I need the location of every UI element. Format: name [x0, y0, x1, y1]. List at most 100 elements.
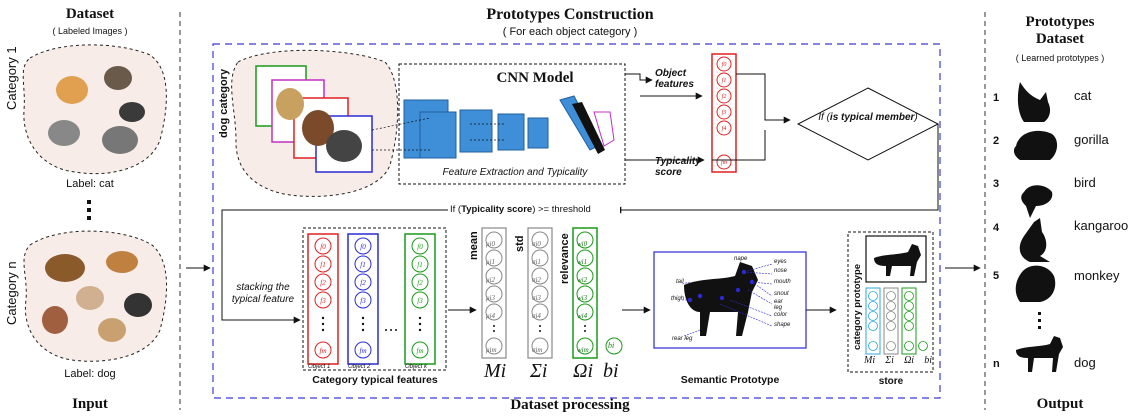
pug-image	[276, 88, 304, 120]
svg-text:f3: f3	[320, 297, 326, 305]
processing-box	[212, 43, 941, 399]
part-shape: shape	[774, 322, 791, 328]
part-tail: tail	[676, 279, 684, 285]
arrow-stacking	[221, 209, 448, 324]
decision-diamond	[796, 87, 940, 161]
projection-lines	[371, 117, 505, 151]
bird-silhouette-icon	[1021, 185, 1053, 218]
typicality-score-label: Typicality score	[655, 156, 701, 178]
arrow-features	[625, 73, 653, 84]
mean-item: μi1	[486, 258, 495, 266]
cnn-layers	[403, 95, 615, 159]
Omega-symbol: Ωi	[573, 360, 594, 382]
shepherd-image	[302, 110, 334, 146]
part-ear: ear	[774, 299, 783, 305]
part-eyes: eyes	[774, 259, 787, 265]
output-ellipsis	[1038, 312, 1041, 329]
std-item: σi1	[532, 258, 541, 266]
Sigma-symbol: Σi	[530, 360, 548, 382]
store-symbols: Mi Σi Ωi bi	[864, 355, 932, 366]
part-nose: nose	[774, 268, 788, 274]
mean-item: μim	[486, 346, 497, 354]
part-rear-leg: rear leg	[672, 336, 693, 342]
svg-text:f0: f0	[320, 243, 326, 251]
store-circles	[868, 291, 928, 351]
category-prototype-label: category prototype	[852, 263, 863, 350]
output-num-4: 4	[993, 222, 1000, 234]
input-ellipsis	[87, 200, 91, 220]
b-symbol: bi	[603, 360, 619, 382]
output-name-5: monkey	[1074, 268, 1120, 283]
svg-text:f3: f3	[360, 297, 366, 305]
std-item: σi3	[532, 294, 541, 302]
dataset-processing-label: Dataset processing	[510, 397, 630, 413]
std-item: σi0	[532, 240, 541, 248]
stored-dog-silhouette	[874, 244, 921, 276]
svg-text:fm: fm	[721, 159, 728, 166]
arrow-to-decision-bottom	[712, 130, 766, 161]
cat-silhouette-icon	[1017, 82, 1051, 122]
mean-label: mean	[468, 231, 480, 260]
output-name-2: gorilla	[1074, 132, 1109, 147]
stacking-label: stacking the typical feature	[231, 282, 295, 305]
semantic-prototype-label: Semantic Prototype	[680, 374, 780, 386]
semantic-leaders	[681, 263, 773, 337]
rel-item: wi1	[577, 258, 588, 266]
mean-item: μi4	[486, 312, 495, 320]
category-n-label: Category n	[4, 261, 19, 325]
dog-label: Label: dog	[64, 368, 116, 380]
rel-item: wi3	[577, 294, 588, 302]
svg-text:f0: f0	[722, 61, 727, 68]
rel-item: wi4	[577, 312, 588, 320]
store-symbol-b: bi	[924, 355, 932, 366]
prototypes-construction-subtitle: ( For each object category )	[502, 26, 638, 38]
part-mouth: mouth	[774, 279, 791, 285]
gorilla-silhouette-icon	[1013, 130, 1058, 160]
svg-text:f0: f0	[417, 243, 423, 251]
output-name-1: cat	[1074, 88, 1092, 103]
mean-item: μi0	[486, 240, 495, 248]
object-feature-circles	[716, 56, 732, 170]
svg-text:f2: f2	[417, 279, 423, 287]
input-label: Input	[72, 396, 108, 412]
store-symbol-omega: Ωi	[904, 355, 915, 366]
svg-text:f3: f3	[417, 297, 423, 305]
output-name-4: kangaroo	[1074, 218, 1129, 233]
part-thigh: thigh	[671, 296, 685, 302]
store-label: store	[878, 376, 904, 387]
dataset-subtitle: ( Labeled Images )	[52, 26, 128, 36]
svg-text:f3: f3	[722, 109, 727, 116]
rel-item: wi2	[577, 276, 588, 284]
cat-images	[48, 66, 145, 154]
part-nape: nape	[734, 256, 748, 262]
svg-text:f1: f1	[320, 261, 325, 269]
output-animals	[1013, 82, 1063, 372]
output-num-3: 3	[993, 178, 1000, 190]
prototypes-title-line-2: Dataset	[1035, 31, 1085, 47]
object-features-label: Object features	[655, 68, 694, 90]
part-snout: snout	[774, 291, 789, 297]
prototypes-dataset-subtitle: ( Learned prototypes )	[1015, 53, 1105, 63]
relevance-label: relevance	[559, 233, 571, 284]
spaniel-image	[326, 130, 362, 162]
svg-text:fm: fm	[360, 347, 367, 355]
output-label: Output	[1036, 396, 1084, 412]
store-symbol-sigma: Σi	[885, 355, 894, 366]
category-1-label: Category 1	[4, 46, 19, 110]
M-symbol: Mi	[484, 360, 507, 382]
output-name-3: bird	[1074, 175, 1096, 190]
category-features-label: Category typical features	[312, 374, 438, 386]
svg-text:f1: f1	[722, 77, 727, 84]
svg-text:f2: f2	[722, 93, 727, 100]
threshold-label: If (Typicality score) >= threshold	[450, 204, 620, 215]
b-item: bi	[608, 341, 615, 350]
prototypes-construction-title: Prototypes Construction	[486, 6, 654, 23]
std-item: σim	[532, 346, 543, 354]
rel-item: wi0	[577, 240, 588, 248]
kangaroo-silhouette-icon	[1019, 218, 1050, 262]
output-name-n: dog	[1074, 355, 1096, 370]
svg-text:f1: f1	[360, 261, 365, 269]
svg-text:fm: fm	[320, 347, 327, 355]
